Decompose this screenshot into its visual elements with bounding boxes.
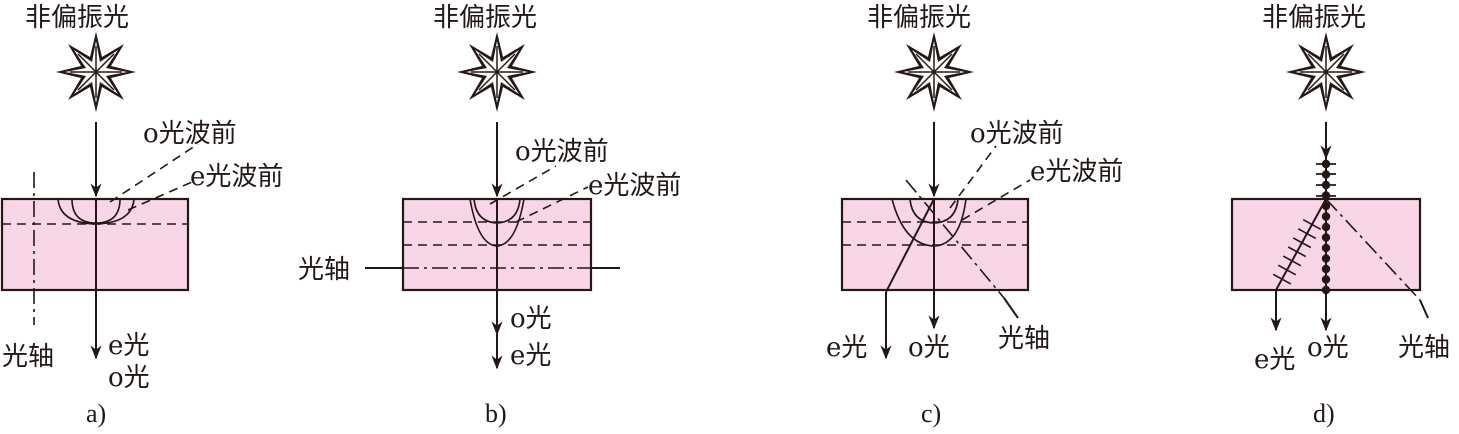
panel-caption: b)	[485, 399, 507, 428]
panel-d: 非偏振光 光轴 e光 o光 d)	[1230, 3, 1450, 428]
o-wavefront-label: o光波前	[143, 119, 237, 149]
ray-label-o: o光	[1307, 333, 1349, 363]
o-wavefront-leader	[109, 143, 199, 203]
o-polarization-dots	[1321, 159, 1331, 295]
e-wavefront-label: e光波前	[588, 171, 681, 201]
incident-polarization-ticks	[1316, 163, 1336, 197]
ray-label-e: e光	[108, 331, 149, 361]
polarization-tick	[1277, 264, 1297, 276]
polarization-tick	[1282, 255, 1302, 267]
source-label: 非偏振光	[867, 3, 971, 33]
polarization-dot	[1321, 254, 1331, 263]
polarization-tick	[1272, 273, 1292, 285]
o-wavefront-label: o光波前	[970, 119, 1064, 149]
polarization-tick	[1292, 237, 1312, 249]
star-burst-icon	[55, 31, 137, 113]
source-label: 非偏振光	[1262, 3, 1366, 33]
o-wavefront-leader	[489, 165, 557, 205]
optic-axis-leader	[1419, 299, 1429, 319]
optic-axis-label: 光轴	[998, 324, 1050, 354]
o-wavefront-label: o光波前	[515, 137, 609, 167]
polarization-dot	[1321, 243, 1331, 253]
polarization-dot	[1321, 233, 1331, 242]
e-polarization-ticks	[1272, 218, 1322, 285]
o-wavefront-leader	[949, 145, 997, 209]
polarization-dot	[1321, 201, 1331, 211]
star-burst-icon	[893, 31, 975, 113]
e-wavefront-leader	[961, 179, 1031, 221]
optic-axis-line	[905, 179, 1005, 299]
panel-a: 非偏振光 o光波前 e光波前 光轴 e光 o光 a)	[0, 3, 283, 428]
e-wavefront-leader	[127, 181, 193, 211]
star-burst-icon	[1285, 31, 1367, 113]
ray-label-o: o光	[108, 363, 150, 393]
panel-caption: c)	[921, 399, 941, 428]
polarization-tick	[1297, 228, 1317, 240]
panel-caption: a)	[86, 399, 106, 428]
e-ray-in-crystal	[1275, 198, 1327, 291]
e-ray-in-crystal	[885, 198, 935, 293]
polarization-tick	[1302, 218, 1322, 231]
ray-label-o: o光	[510, 304, 552, 334]
ray-label-e: e光	[510, 341, 551, 371]
source-label: 非偏振光	[25, 3, 129, 33]
polarization-dot	[1321, 222, 1331, 232]
optic-axis-label: 光轴	[1398, 333, 1450, 363]
polarization-dot	[1321, 264, 1331, 274]
polarization-dot	[1321, 212, 1331, 221]
optic-axis-label: 光轴	[2, 342, 54, 372]
optic-axis-line	[1325, 198, 1421, 301]
polarization-tick	[1287, 246, 1307, 258]
optic-axis-leader	[1003, 297, 1019, 319]
source-label: 非偏振光	[433, 3, 537, 33]
ray-label-e: e光	[1254, 345, 1295, 375]
e-wavefront-label: e光波前	[190, 162, 283, 192]
polarization-dot	[1321, 285, 1331, 295]
e-wavefront-leader	[515, 186, 589, 223]
star-burst-icon	[456, 31, 538, 113]
panel-c: 非偏振光 o光波前 e光波前 光轴 e光 o光 c)	[826, 3, 1123, 428]
e-wavefront-label: e光波前	[1030, 157, 1123, 187]
polarization-dot	[1321, 275, 1331, 284]
panel-caption: d)	[1313, 399, 1335, 428]
ray-label-e: e光	[826, 333, 867, 363]
optic-axis-label: 光轴	[298, 255, 350, 285]
panel-b: 非偏振光 o光波前 e光波前 光轴 o光 e光 b)	[298, 3, 681, 428]
ray-label-o: o光	[908, 333, 950, 363]
